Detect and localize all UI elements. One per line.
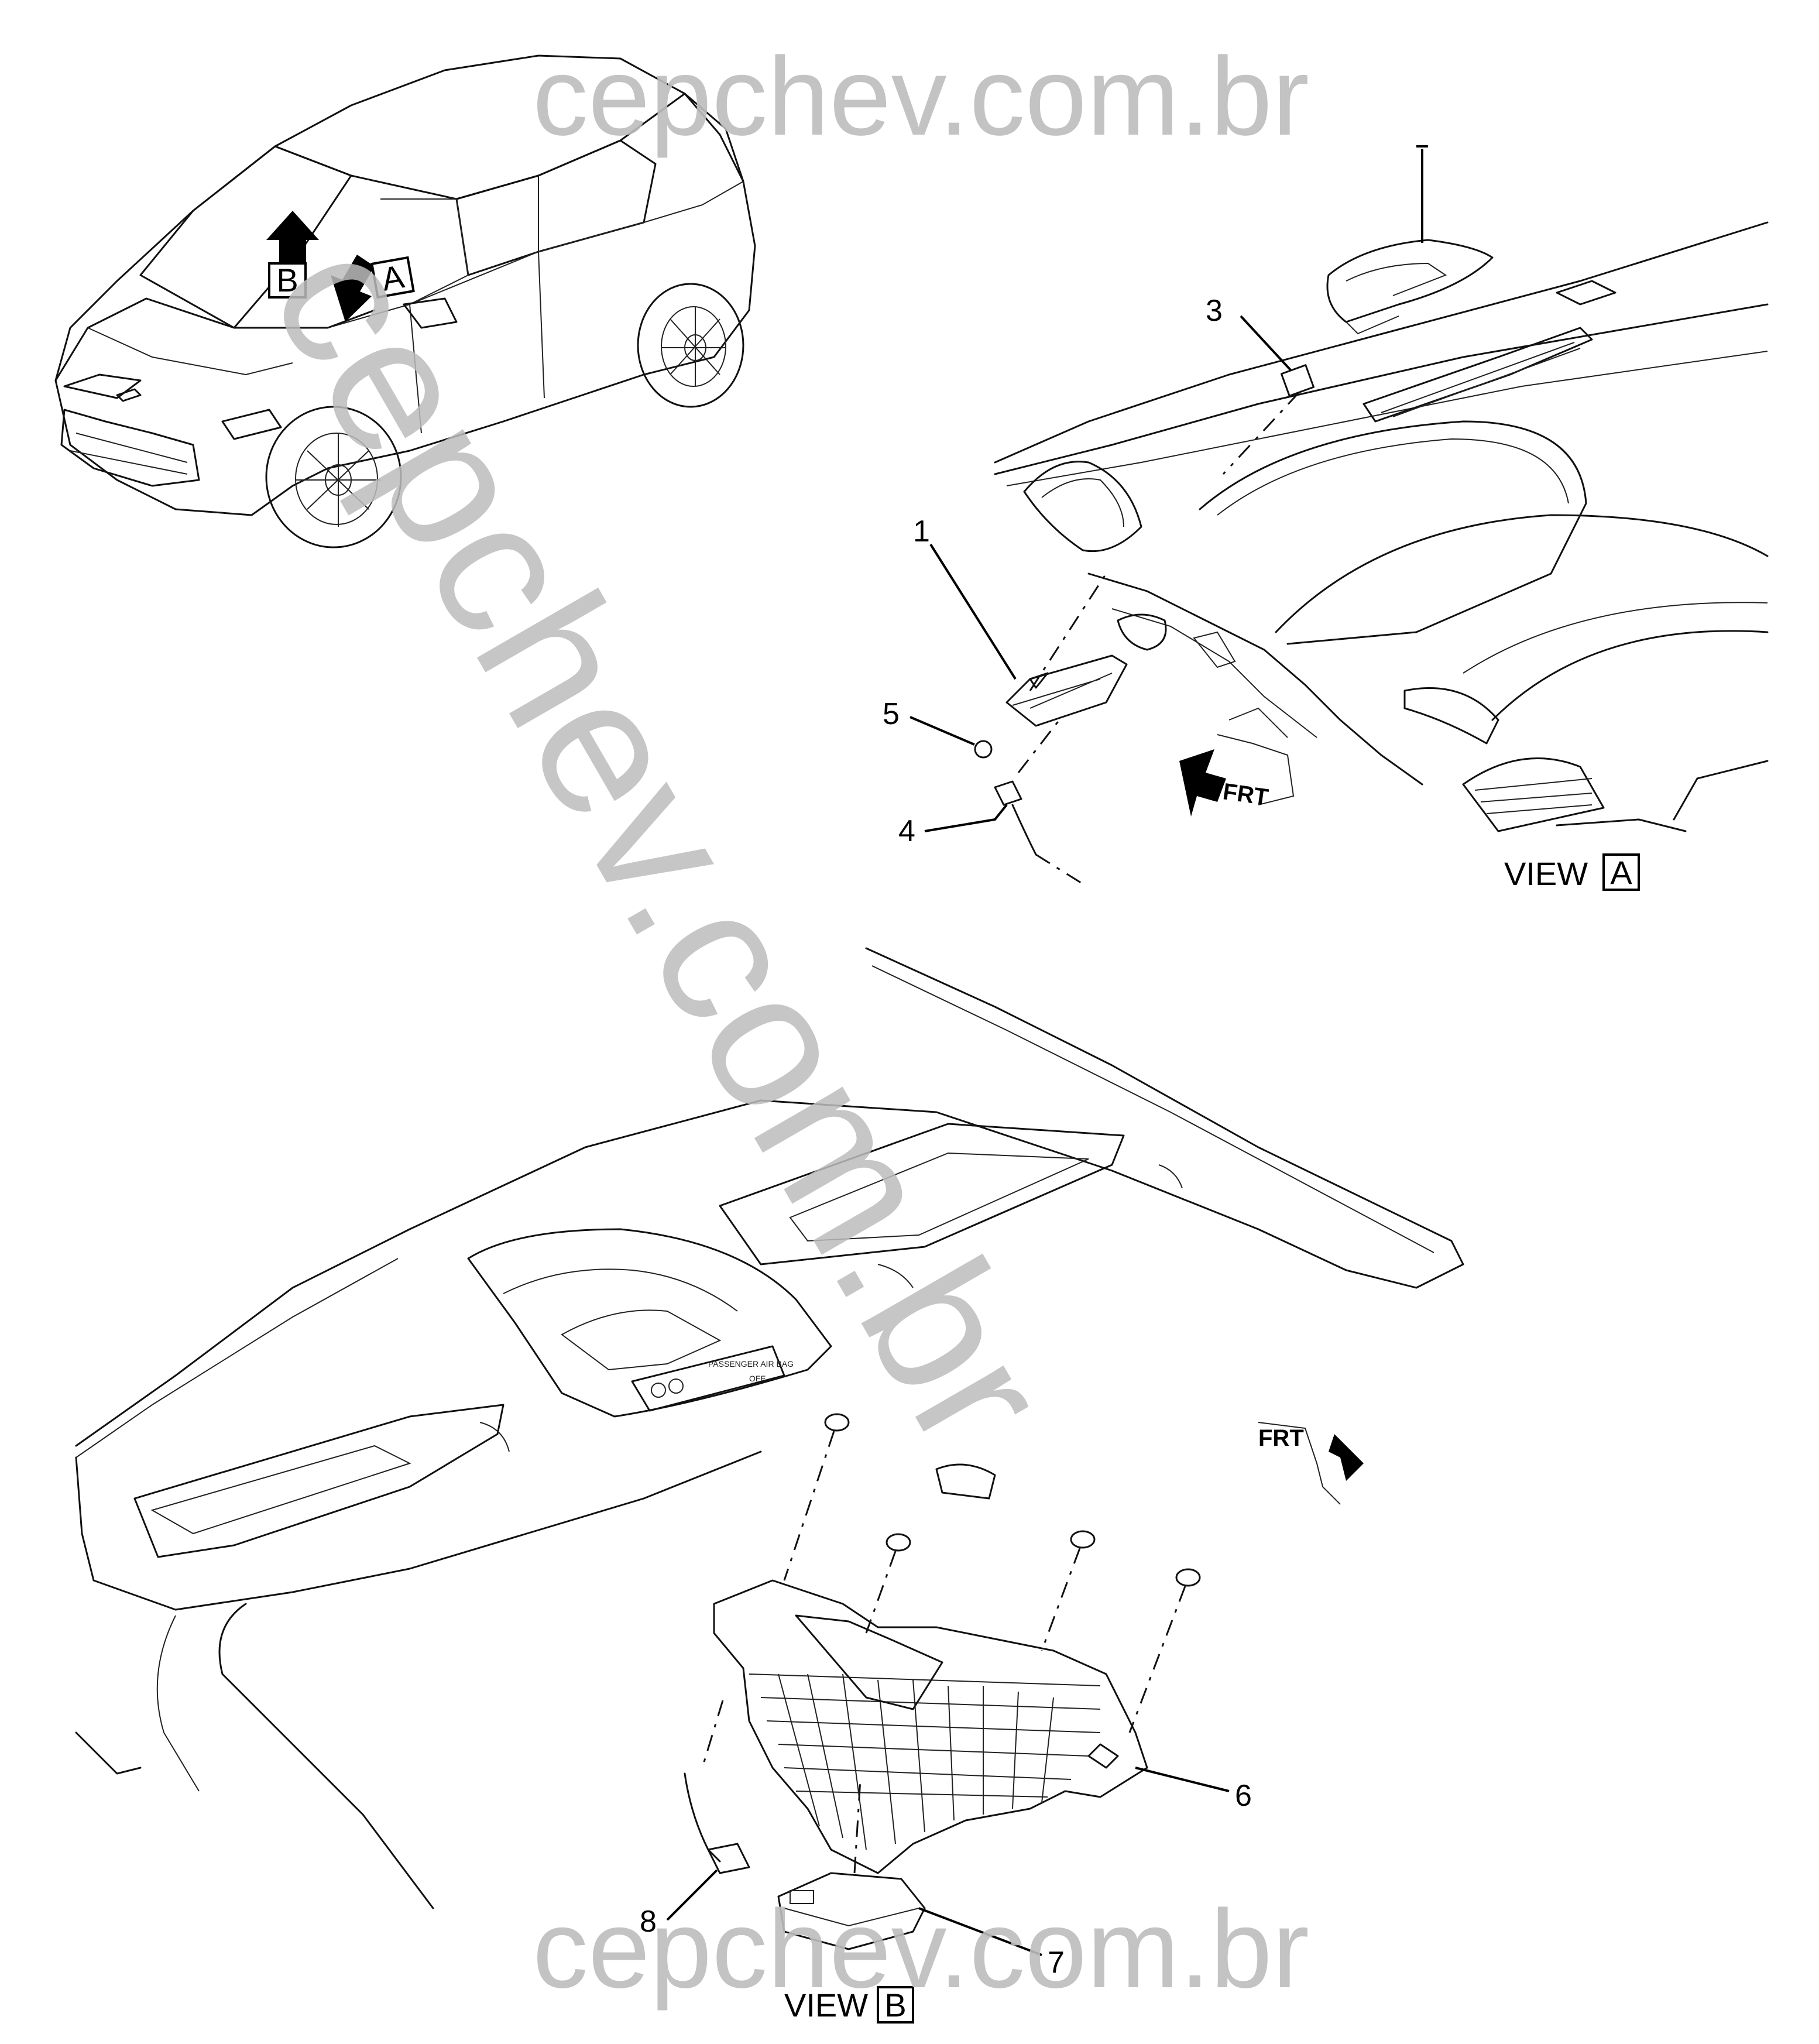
view-a-marker: A xyxy=(370,256,415,299)
svg-text:B: B xyxy=(884,1987,906,2024)
knee-airbag-module xyxy=(1005,654,1128,727)
sensing-module xyxy=(777,1779,926,1950)
svg-text:VIEW: VIEW xyxy=(1504,855,1588,892)
overhead-console: PASSENGER AIR BAG OFF xyxy=(467,1228,832,1418)
callout-6: 6 xyxy=(1235,1779,1252,1813)
callout-3: 3 xyxy=(1206,294,1223,328)
svg-text:A: A xyxy=(1610,854,1632,891)
callout-7: 7 xyxy=(1048,1946,1065,1980)
watermark-bottom: cepchev.com.br xyxy=(533,1887,1309,2011)
view-b-arrow xyxy=(266,211,319,263)
view-a-label: VIEW A xyxy=(1504,853,1640,892)
svg-text:FRT: FRT xyxy=(1258,1425,1304,1451)
view-b-front-arrow: FRT xyxy=(1258,1422,1364,1505)
console-airbag-state: OFF xyxy=(749,1374,766,1383)
svg-text:VIEW: VIEW xyxy=(784,1987,868,2024)
callout-5: 5 xyxy=(883,697,900,731)
callout-4: 4 xyxy=(898,814,915,848)
vehicle-overview: B A xyxy=(54,54,756,548)
view-a-arrow xyxy=(331,255,375,322)
callout-8: 8 xyxy=(640,1905,657,1939)
console-airbag-label: PASSENGER AIR BAG xyxy=(708,1359,794,1369)
svg-text:B: B xyxy=(276,262,298,299)
view-b-marker: B xyxy=(268,262,307,299)
airbag-bracket xyxy=(713,1579,1148,1874)
view-a-illustration: FRT 1 3 4 5 VIEW A xyxy=(883,145,1769,892)
view-b-illustration: PASSENGER AIR BAG OFF xyxy=(75,947,1464,2024)
view-b-label: VIEW B xyxy=(784,1986,914,2024)
view-a-front-arrow: FRT xyxy=(1179,734,1295,817)
watermark-top: cepchev.com.br xyxy=(533,35,1309,159)
callout-1: 1 xyxy=(913,515,930,548)
svg-text:FRT: FRT xyxy=(1221,778,1270,810)
